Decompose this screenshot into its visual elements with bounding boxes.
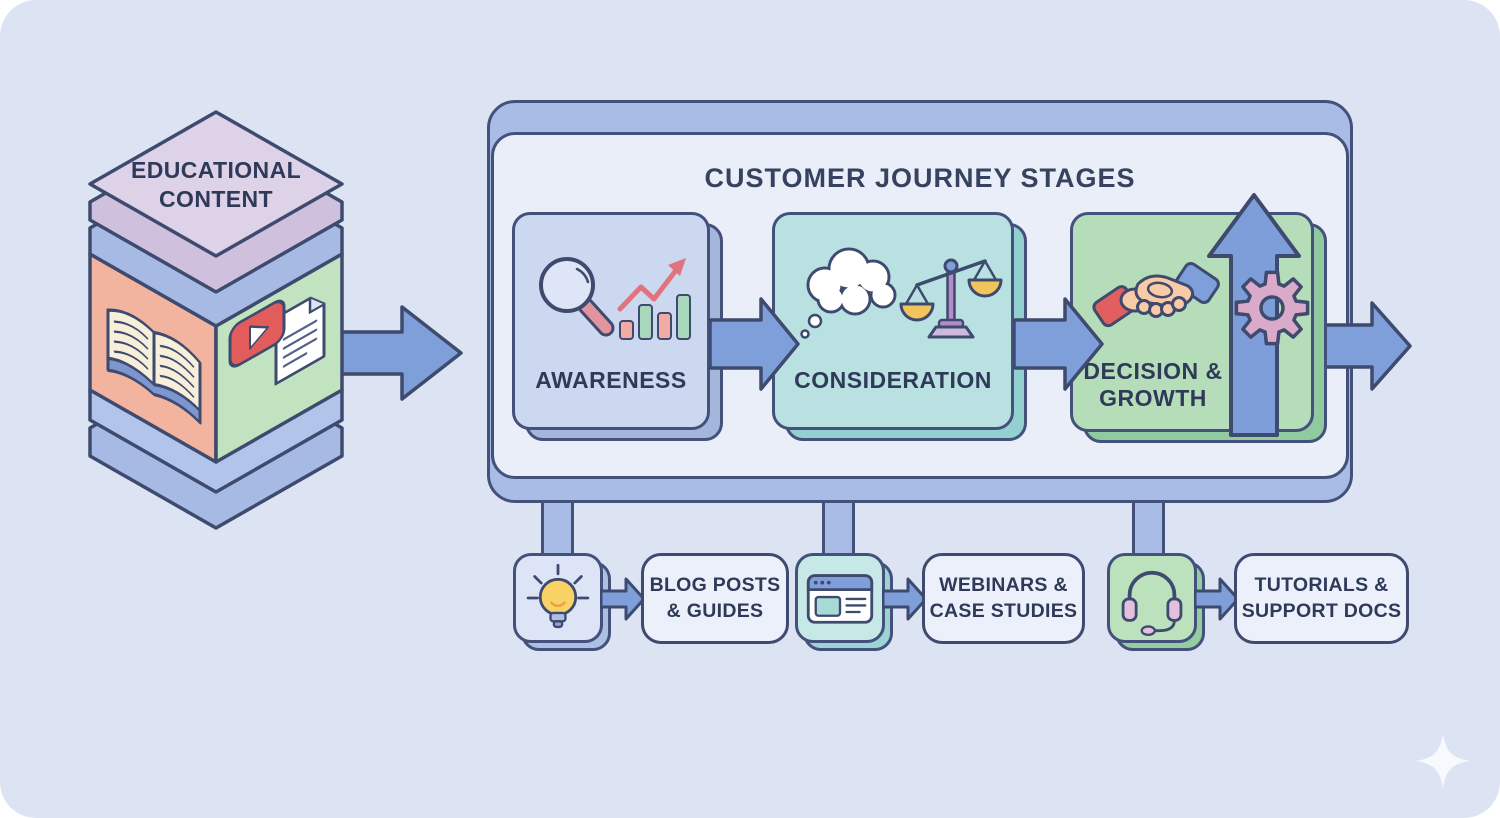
- cube-top-face: [88, 110, 344, 258]
- flow-arrow-blog-icon: [600, 577, 646, 621]
- output-label-tutorials-text: TUTORIALS & SUPPORT DOCS: [1241, 574, 1402, 622]
- gear-icon: [1234, 270, 1310, 346]
- stage-label-decision-growth: DECISION & GROWTH: [1083, 357, 1223, 412]
- magnifier-icon: [539, 257, 615, 337]
- stage-box-awareness: AWARENESS: [512, 212, 710, 430]
- growth-chart-icon: [617, 258, 691, 340]
- flow-arrow-source-to-journey-icon: [338, 305, 463, 401]
- stage-label-consideration: CONSIDERATION: [794, 367, 992, 394]
- flow-arrow-webinars-icon: [882, 577, 928, 621]
- lightbulb-icon: [526, 563, 590, 629]
- flow-arrow-exit-icon: [1316, 301, 1412, 391]
- video-play-icon: [228, 299, 286, 368]
- stage-box-consideration: CONSIDERATION: [772, 212, 1014, 430]
- thought-cloud-icon: [800, 247, 897, 339]
- output-icon-box-webinars: [795, 553, 885, 643]
- document-icon: [274, 296, 326, 386]
- balance-scales-icon: [899, 258, 1003, 339]
- output-label-tutorials: TUTORIALS & SUPPORT DOCS: [1234, 553, 1409, 644]
- journey-title: CUSTOMER JOURNEY STAGES: [704, 163, 1136, 193]
- output-icon-box-tutorials: [1107, 553, 1197, 643]
- open-book-icon: [106, 308, 202, 425]
- output-label-webinars-text: WEBINARS & CASE STUDIES: [929, 574, 1078, 622]
- flow-arrow-consideration-decision-icon: [1013, 297, 1104, 391]
- educational-content-cube: [88, 110, 344, 530]
- browser-window-icon: [806, 574, 874, 624]
- source-title: EDUCATIONAL CONTENT: [130, 157, 302, 212]
- output-label-blog: BLOG POSTS & GUIDES: [641, 553, 789, 644]
- handshake-icon: [1092, 262, 1220, 328]
- output-label-blog-text: BLOG POSTS & GUIDES: [649, 574, 781, 622]
- output-icon-box-blog: [513, 553, 603, 643]
- headset-icon: [1121, 570, 1183, 637]
- output-label-webinars: WEBINARS & CASE STUDIES: [922, 553, 1085, 644]
- stage-label-awareness: AWARENESS: [535, 367, 687, 394]
- flow-arrow-awareness-consideration-icon: [709, 297, 800, 391]
- flow-arrow-tutorials-icon: [1194, 577, 1240, 621]
- sparkle-icon: [1416, 734, 1470, 788]
